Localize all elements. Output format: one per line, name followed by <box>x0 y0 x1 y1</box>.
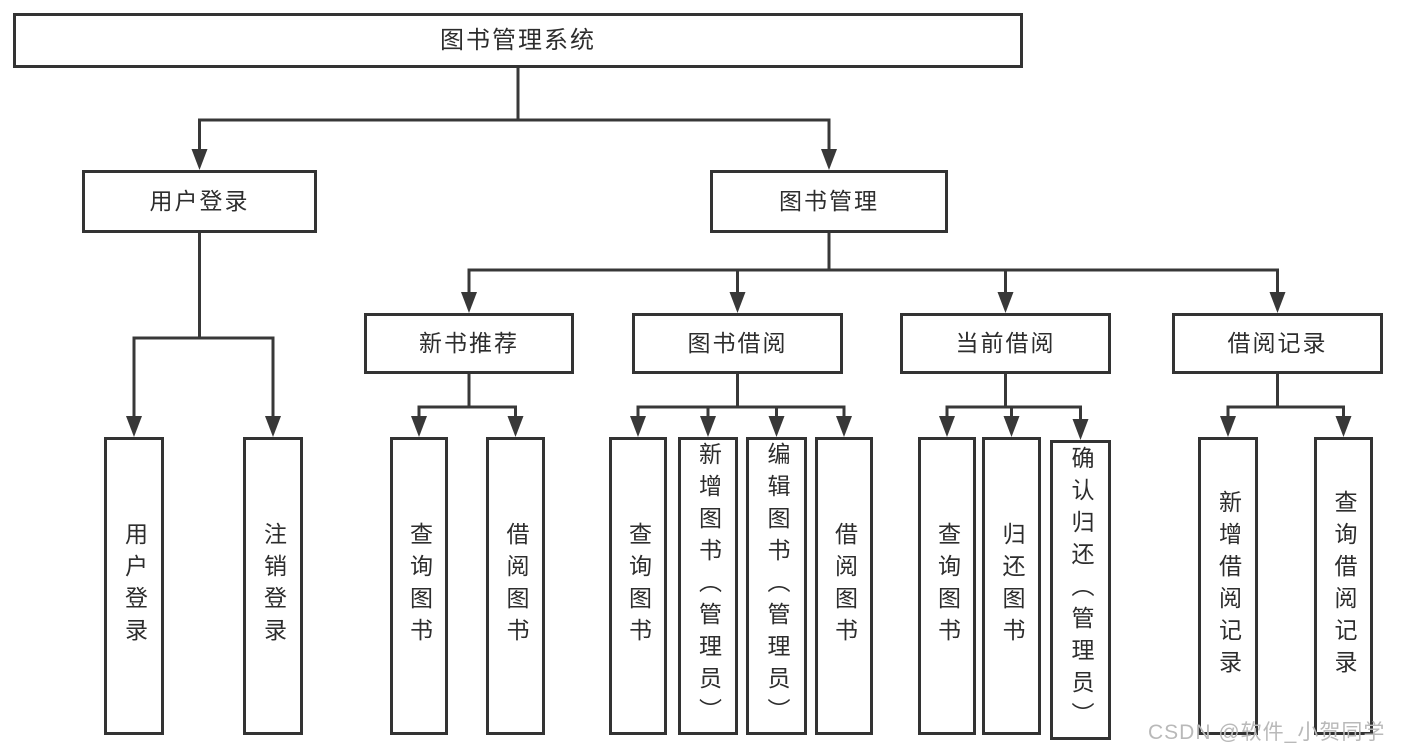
arrowhead-icon <box>997 292 1014 313</box>
arrowhead-icon <box>768 416 785 437</box>
node-label: 图书管理系统 <box>440 26 596 54</box>
node-cb-query: 查询图书 <box>918 437 976 735</box>
node-root: 图书管理系统 <box>13 13 1023 68</box>
node-user-login: 用户登录 <box>82 170 317 233</box>
arrowhead-icon <box>1072 419 1089 440</box>
node-book-mgmt: 图书管理 <box>710 170 948 233</box>
arrowhead-icon <box>191 149 208 170</box>
node-label: 确认归还（管理员） <box>1068 446 1094 734</box>
node-label: 当前借阅 <box>955 330 1056 356</box>
csdn-watermark: CSDN @软件_小贺同学 <box>1148 721 1386 744</box>
node-label: 借阅图书 <box>503 522 529 650</box>
arrowhead-icon <box>265 416 281 437</box>
node-current-borrow: 当前借阅 <box>900 313 1111 374</box>
node-label: 借阅图书 <box>831 522 858 650</box>
node-bb-borrow: 借阅图书 <box>815 437 873 735</box>
node-label: 查询图书 <box>934 522 961 650</box>
arrowhead-icon <box>126 416 142 437</box>
node-label: 图书管理 <box>779 188 879 214</box>
node-label: 新增图书（管理员） <box>695 442 722 730</box>
node-label: 查询图书 <box>625 522 652 650</box>
node-cb-confirm: 确认归还（管理员） <box>1050 440 1111 740</box>
node-new-book-rec: 新书推荐 <box>364 313 574 374</box>
arrowhead-icon <box>630 416 646 437</box>
arrowhead-icon <box>1269 292 1286 313</box>
arrowhead-icon <box>729 292 746 313</box>
node-bb-edit: 编辑图书（管理员） <box>746 437 807 735</box>
node-label: 新书推荐 <box>419 330 519 356</box>
node-label: 查询借阅记录 <box>1331 490 1357 682</box>
node-bb-query: 查询图书 <box>609 437 667 735</box>
node-label: 图书借阅 <box>687 330 788 356</box>
arrowhead-icon <box>939 416 955 437</box>
arrowhead-icon <box>1220 416 1236 437</box>
node-br-query: 查询借阅记录 <box>1314 437 1373 735</box>
arrowhead-icon <box>507 416 524 437</box>
arrowhead-icon <box>411 416 427 437</box>
node-bb-add: 新增图书（管理员） <box>678 437 738 735</box>
node-label: 借阅记录 <box>1227 330 1328 356</box>
node-label: 归还图书 <box>999 522 1025 650</box>
node-borrow-records: 借阅记录 <box>1172 313 1383 374</box>
node-label: 注销登录 <box>260 522 287 650</box>
arrowhead-icon <box>461 292 477 313</box>
node-br-add: 新增借阅记录 <box>1198 437 1258 735</box>
node-cb-return: 归还图书 <box>982 437 1041 735</box>
node-label: 用户登录 <box>149 188 250 214</box>
arrowhead-icon <box>1003 416 1020 437</box>
node-label: 编辑图书（管理员） <box>764 442 790 730</box>
node-label: 新增借阅记录 <box>1215 490 1242 682</box>
node-book-borrow: 图书借阅 <box>632 313 843 374</box>
arrowhead-icon <box>836 416 852 437</box>
arrowhead-icon <box>821 149 837 170</box>
node-label: 用户登录 <box>121 522 148 650</box>
node-leaf-logout: 注销登录 <box>243 437 303 735</box>
arrowhead-icon <box>700 416 716 437</box>
node-label: 查询图书 <box>406 522 433 650</box>
node-leaf-user-login: 用户登录 <box>104 437 164 735</box>
node-nbr-borrow: 借阅图书 <box>486 437 545 735</box>
arrowhead-icon <box>1335 416 1352 437</box>
node-nbr-query: 查询图书 <box>390 437 448 735</box>
